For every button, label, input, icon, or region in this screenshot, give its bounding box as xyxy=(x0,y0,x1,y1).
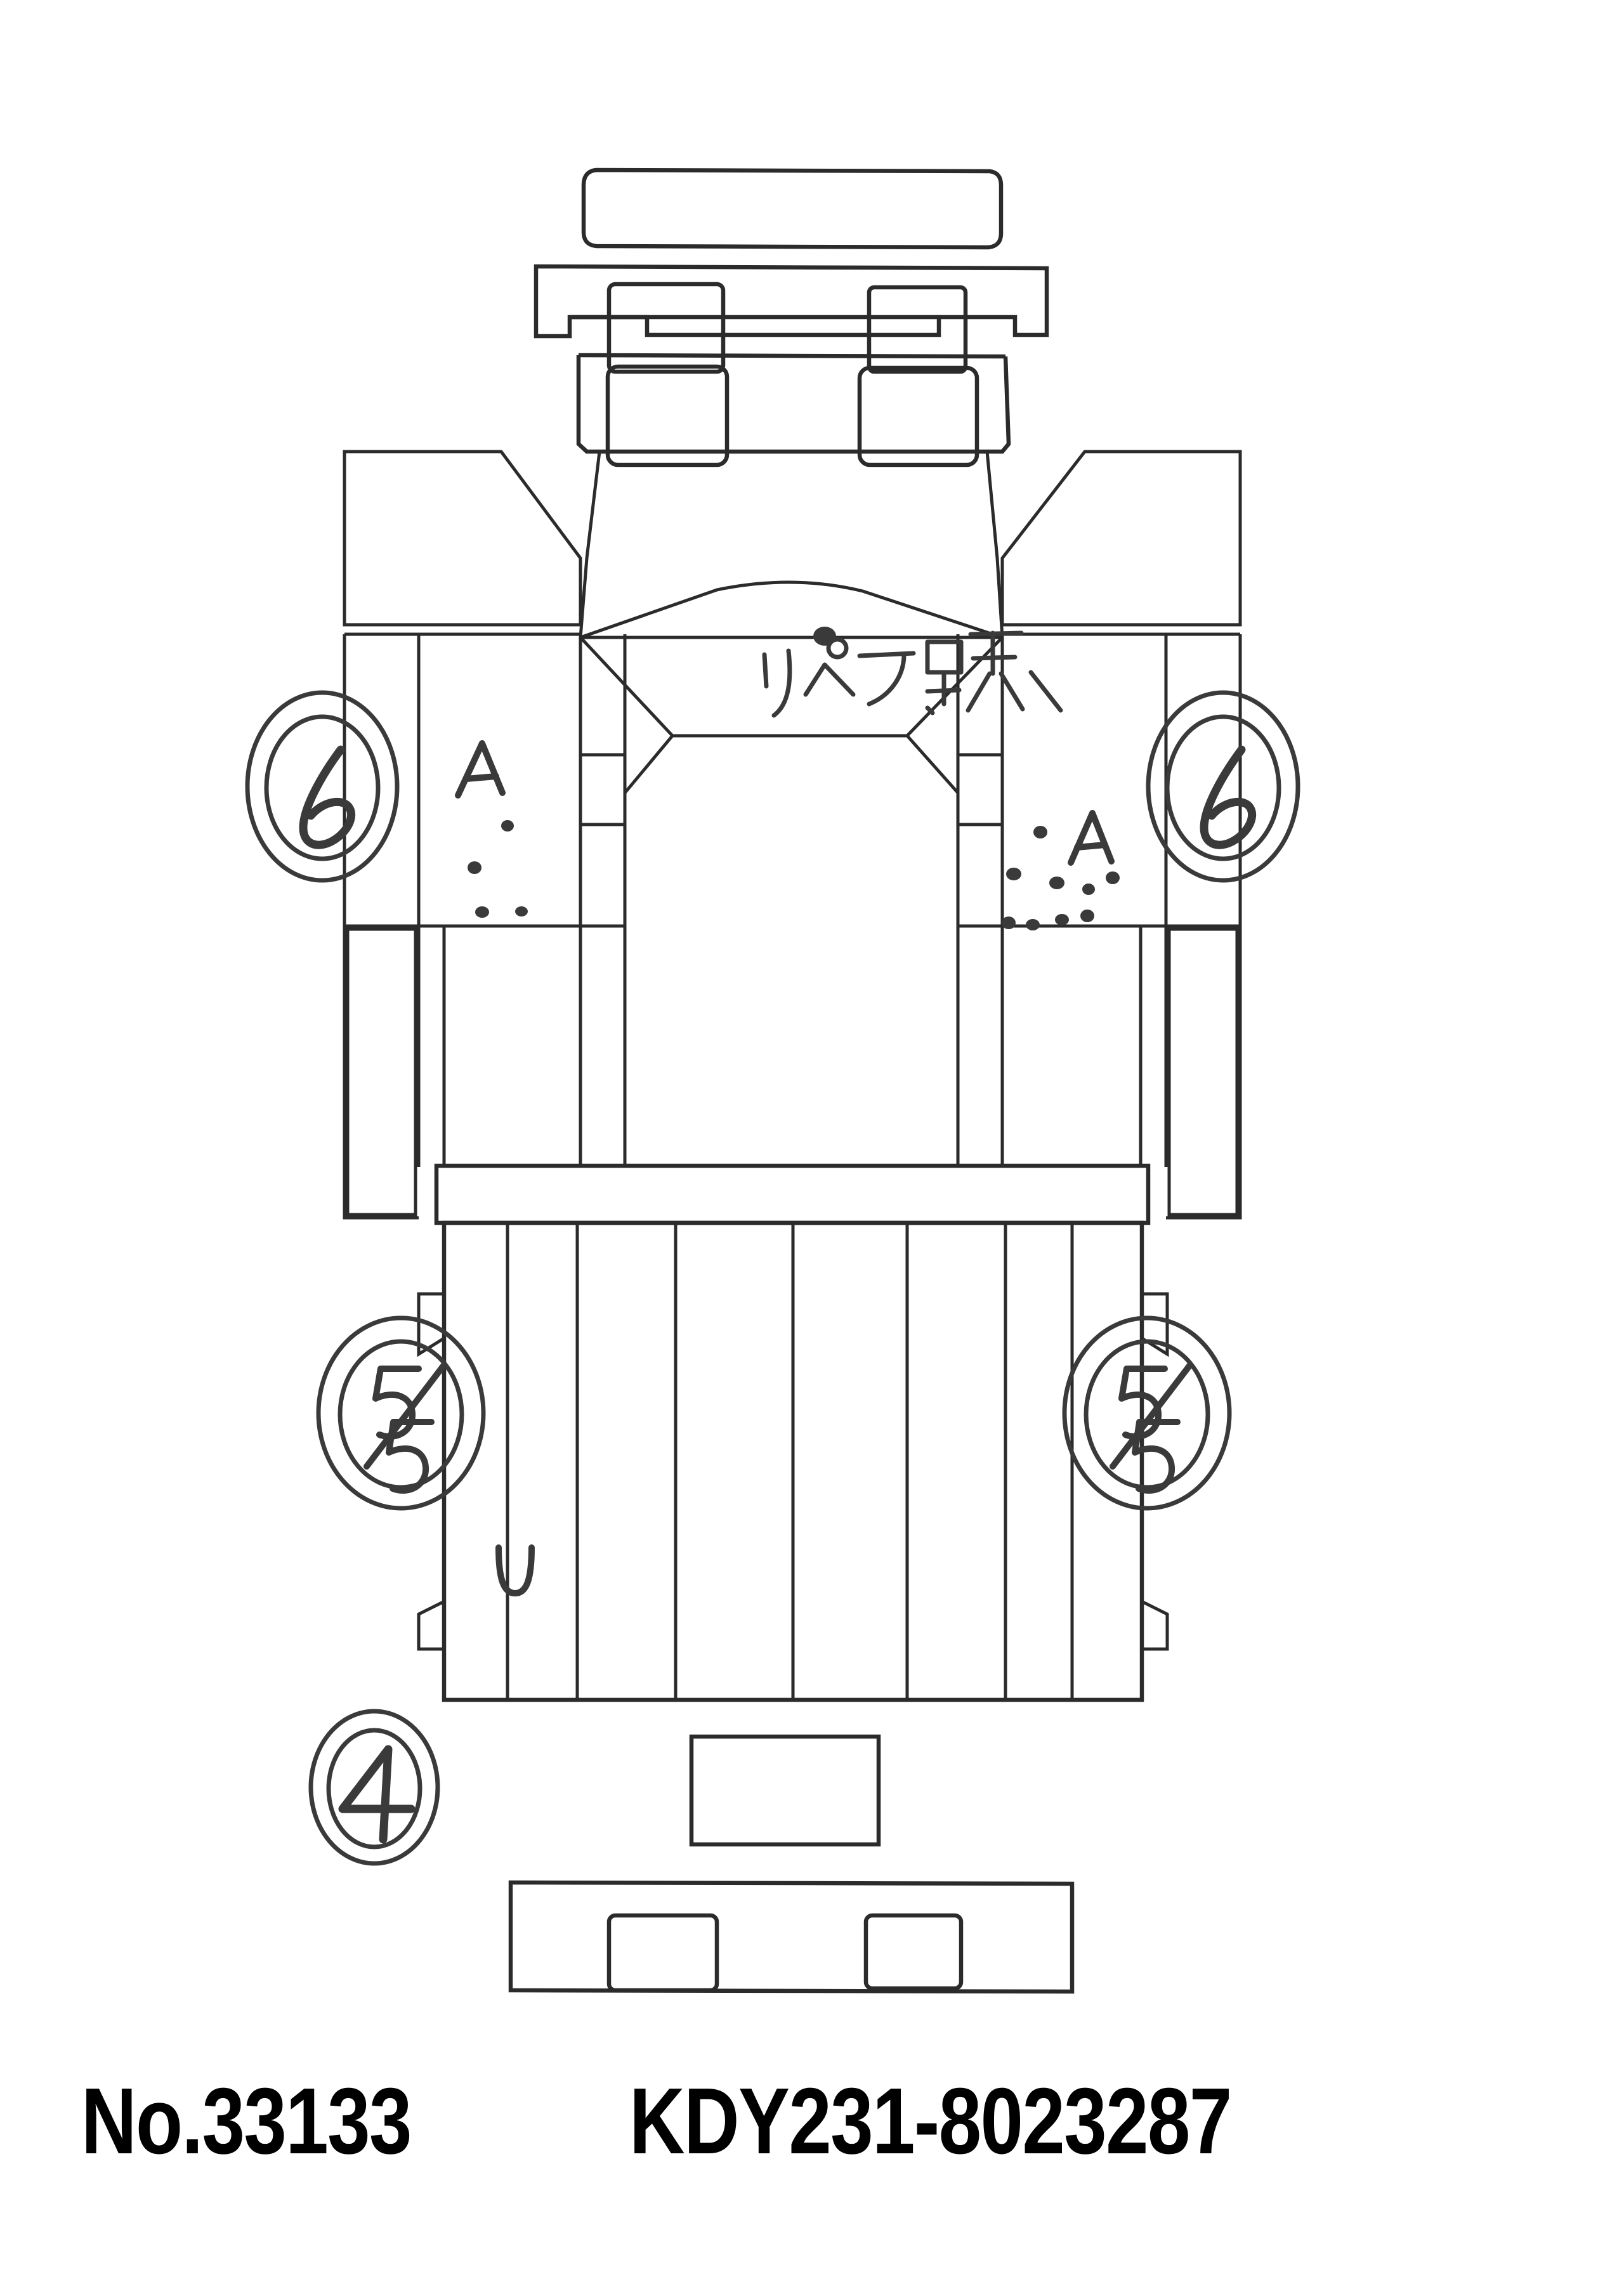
front-grille-with-lamps xyxy=(534,264,1049,374)
mid-cross-bar xyxy=(434,1163,1151,1225)
front-lamp-right xyxy=(867,285,968,374)
hood-panel xyxy=(579,451,1004,639)
scratch-dots-right xyxy=(1002,826,1120,930)
grade-mark-rear-bumper xyxy=(308,1709,440,1866)
rear-hatch-panel xyxy=(689,1734,881,1847)
grade-mark-front-left xyxy=(245,690,400,883)
hood-front-edge xyxy=(576,353,1011,467)
left-front-fender xyxy=(343,450,582,636)
chassis-number-text: KDY231-8023287 xyxy=(629,2069,1232,2174)
grade-mark-front-right xyxy=(1146,690,1300,883)
hood-lamp-left xyxy=(605,364,730,467)
rear-bumper-bar xyxy=(508,1880,1075,1994)
right-front-door xyxy=(956,634,1242,1220)
rear-bumper-cutout-left xyxy=(606,1913,719,1993)
cabin-center-panels xyxy=(579,637,1004,1167)
hood-lamp-right xyxy=(857,365,979,467)
grade-mark-rear-right xyxy=(1062,1315,1232,1511)
right-front-fender xyxy=(1000,450,1242,636)
panel-mark-rear-u xyxy=(495,1544,535,1596)
left-front-door xyxy=(343,634,627,1220)
repair-note-annotation xyxy=(762,627,1063,718)
front-bumper-bar xyxy=(581,167,1004,250)
front-lamp-left xyxy=(606,282,726,374)
cargo-bed xyxy=(442,1220,1144,1702)
lot-number-text: No.33133 xyxy=(81,2069,412,2174)
grade-mark-rear-left xyxy=(316,1315,486,1511)
panel-mark-right-a xyxy=(1068,810,1115,866)
scratch-dots-left xyxy=(468,820,528,918)
caption-row: No.33133 KDY231-8023287 xyxy=(0,2058,1624,2185)
rear-bumper-cutout-right xyxy=(863,1913,964,1991)
panel-mark-left-a xyxy=(455,740,506,799)
rear-arch-brackets xyxy=(417,1292,1169,1651)
roof-panel xyxy=(623,734,960,1040)
